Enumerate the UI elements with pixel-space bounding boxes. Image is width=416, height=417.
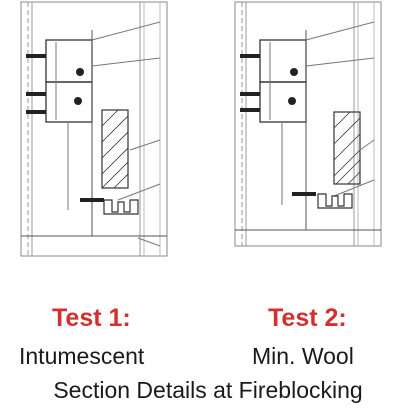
test-2-label: Test 2:	[268, 304, 347, 332]
section-drawing-test-2	[234, 1, 382, 247]
test-2-description: Min. Wool	[252, 343, 354, 369]
test-1-label: Test 1:	[52, 304, 131, 332]
test-1-description: Intumescent	[19, 343, 145, 369]
figure-caption: Section Details at Fireblocking	[53, 377, 363, 403]
section-drawing-test-1	[20, 1, 168, 257]
